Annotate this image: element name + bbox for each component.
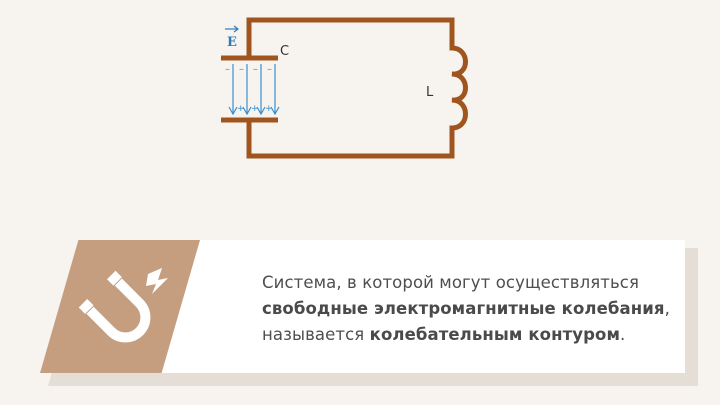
capacitor-label: C: [280, 44, 289, 59]
svg-text:+: +: [251, 104, 259, 114]
positive-charges: + + +: [237, 104, 273, 114]
magnet-icon: [78, 268, 168, 343]
svg-text:+: +: [265, 104, 273, 114]
circuit-wires: [246, 17, 455, 159]
svg-text:–: –: [239, 64, 244, 75]
definition-text: Система, в которой могут осуществляться …: [262, 273, 670, 344]
svg-text:+: +: [237, 104, 245, 114]
electric-field-lines: [228, 64, 280, 116]
bold-term-free-oscillations: свободные электромагнитные колебания: [262, 299, 665, 318]
svg-text:–: –: [253, 64, 258, 75]
top-wire: [246, 17, 455, 60]
inductor-coil: [451, 45, 468, 131]
svg-text:E: E: [227, 35, 237, 50]
bold-term-oscillating-circuit: колебательным контуром: [369, 325, 621, 344]
bottom-wire: [246, 118, 455, 159]
negative-charges: – – – –: [225, 64, 272, 75]
inductor-label: L: [426, 85, 434, 100]
field-vector-label: E: [225, 25, 239, 50]
lc-circuit-diagram: – – – – + + + E C L: [221, 17, 468, 159]
spark-icon: [146, 268, 168, 294]
svg-text:–: –: [267, 64, 272, 75]
svg-text:–: –: [225, 64, 230, 75]
